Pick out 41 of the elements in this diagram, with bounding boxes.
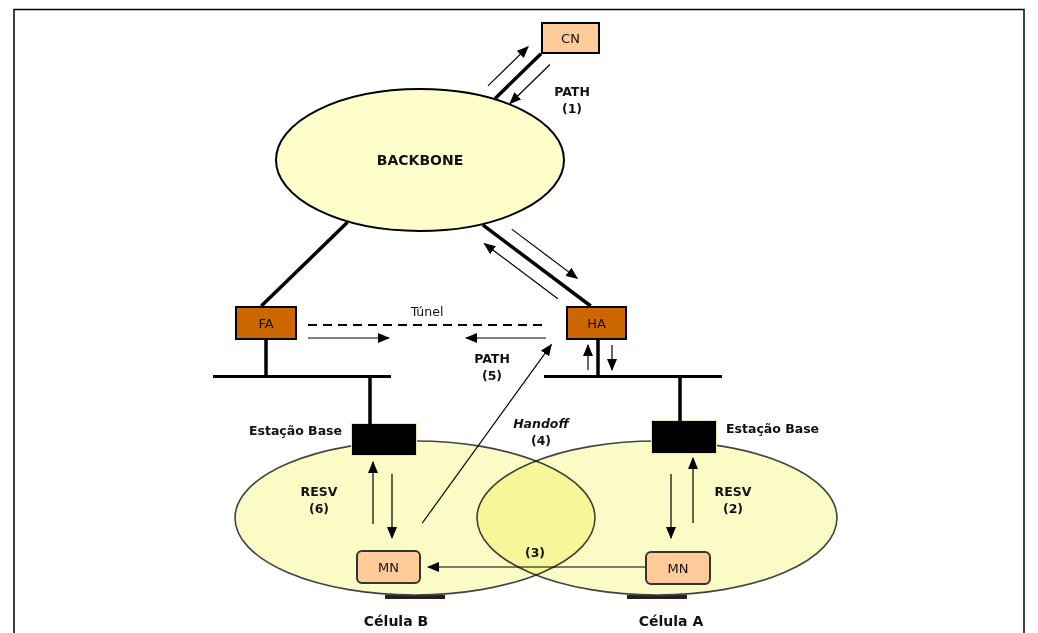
station-label: Estação Base <box>726 420 820 438</box>
arrow <box>607 344 617 371</box>
edge-label: PATH (1) <box>553 84 591 118</box>
link-line <box>481 223 592 308</box>
arrow <box>421 343 552 524</box>
agent-box: FA <box>235 306 297 340</box>
edge-label: RESV (6) <box>299 484 339 518</box>
arrow <box>465 333 547 343</box>
arrow <box>307 333 390 343</box>
station-label: Estação Base <box>248 422 342 440</box>
arrow <box>509 63 551 105</box>
arrow <box>511 228 579 279</box>
edge-label: PATH (5) <box>473 351 511 385</box>
bus-line <box>544 375 722 378</box>
base-station-box <box>352 424 416 455</box>
mobile-node-box: MN <box>645 551 711 585</box>
arrow <box>666 473 676 539</box>
base-station-box <box>652 421 716 453</box>
link-line <box>493 52 543 100</box>
cell-label: Célula A <box>638 613 704 629</box>
arrow <box>583 344 593 371</box>
link-line <box>264 340 268 375</box>
node-label: BACKBONE <box>376 152 464 168</box>
arrow <box>483 242 559 300</box>
link-line <box>368 378 372 424</box>
node-box: CN <box>541 22 600 54</box>
arrow <box>427 562 646 572</box>
edge-label: Handoff (4) <box>512 416 571 450</box>
edge-label: Túnel <box>409 303 445 321</box>
edge-label: RESV (2) <box>713 484 753 518</box>
link-line <box>678 378 682 421</box>
arrow <box>487 46 529 87</box>
arrow <box>368 461 378 525</box>
link-line <box>596 340 600 375</box>
link-line <box>260 221 349 308</box>
agent-box: HA <box>566 306 627 340</box>
edge-label: (3) <box>523 544 547 562</box>
mobile-node-box: MN <box>356 550 421 584</box>
bus-line <box>213 375 391 378</box>
cell-label: Célula B <box>363 613 429 629</box>
arrow <box>387 473 397 539</box>
